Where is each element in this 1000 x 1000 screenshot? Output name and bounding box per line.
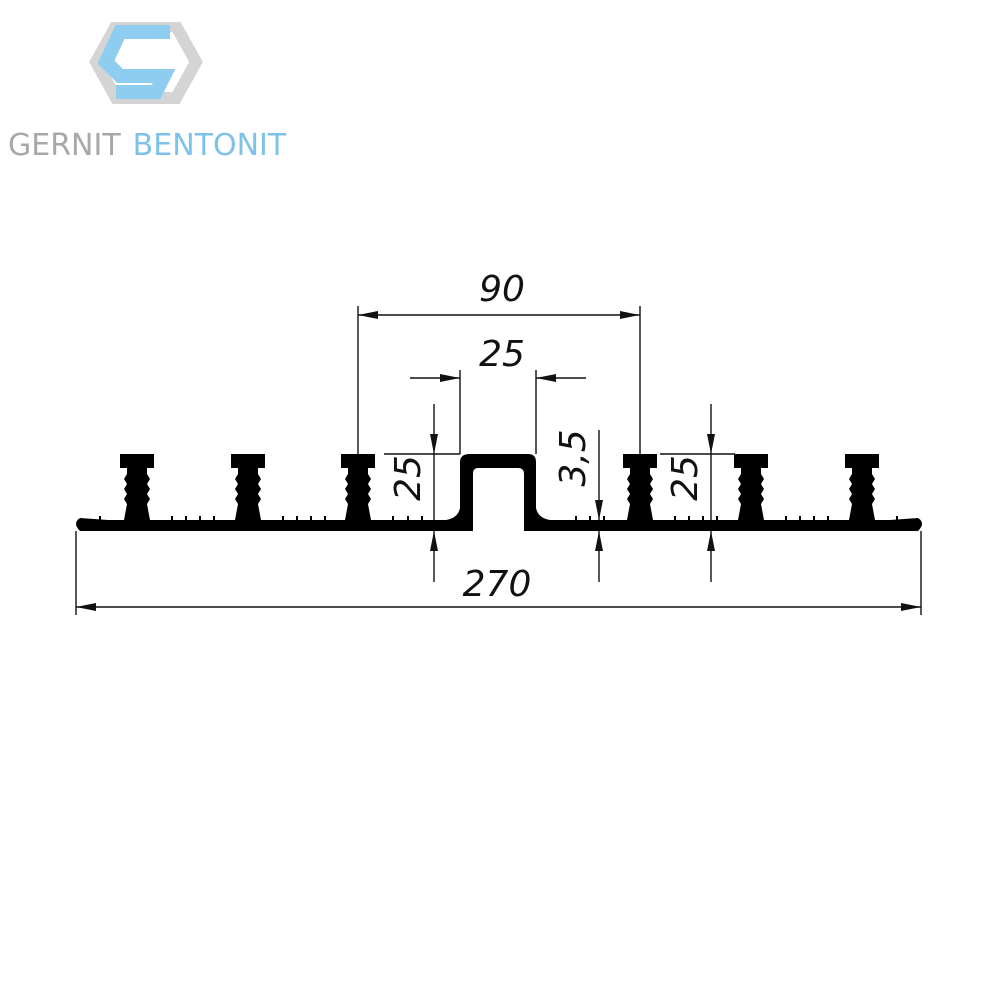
dim-label-pitch: 90 <box>479 269 525 310</box>
rib-3 <box>341 454 375 520</box>
base-surface-ticks <box>99 516 898 520</box>
rib-6 <box>845 454 879 520</box>
dimension-lines <box>75 306 922 615</box>
dim-label-bulb-wall: 3,5 <box>553 429 594 486</box>
bulb-inner-floor <box>473 520 524 531</box>
logo-word-gernit: GERNIT <box>8 128 121 163</box>
dim-label-bulb-width: 25 <box>479 334 525 375</box>
logo-word-bentonit: BENTONIT <box>132 128 287 163</box>
logo-wordmark: GERNIT BENTONIT <box>8 128 286 163</box>
rib-4 <box>623 454 657 520</box>
dim-label-bulb-height: 25 <box>388 455 429 501</box>
rib-1 <box>120 454 154 520</box>
rib-2 <box>231 454 265 520</box>
rib-5 <box>734 454 768 520</box>
central-hollow-bulb <box>446 454 550 530</box>
logo-mark-icon <box>89 22 203 104</box>
dim-label-rib-height: 25 <box>665 455 706 501</box>
dim-label-total-width: 270 <box>463 564 532 605</box>
profile-ribs <box>120 454 879 520</box>
